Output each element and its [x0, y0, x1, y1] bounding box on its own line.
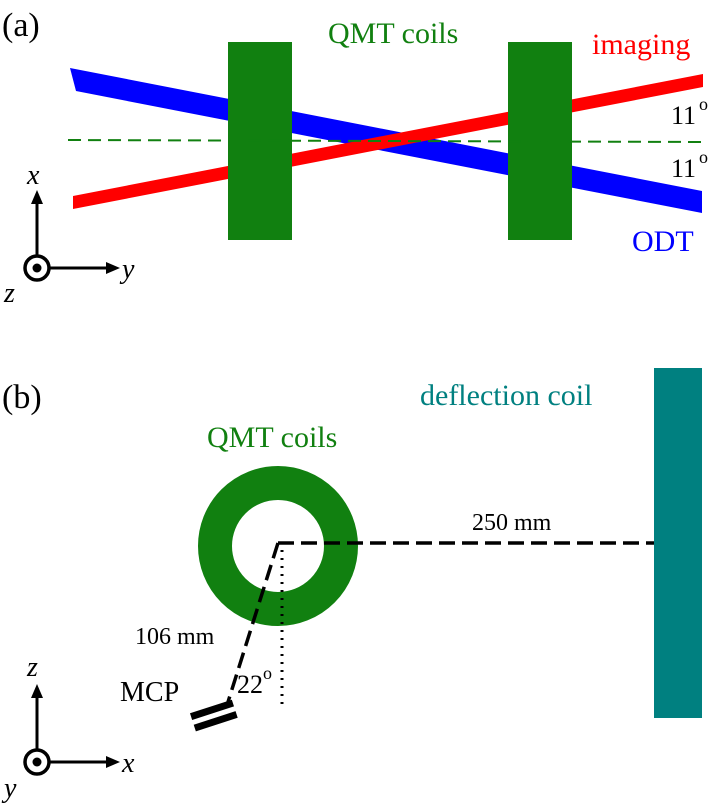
mcp-detector: [189, 699, 238, 732]
distance-deflection-label: 250 mm: [472, 510, 552, 536]
axis-b-x-arrowhead: [106, 756, 120, 768]
axis-b-y-dot: [32, 757, 42, 767]
axis-b-y-label: y: [1, 773, 17, 804]
deflection-coil-label: deflection coil: [420, 379, 592, 412]
angle-lower-value: 11: [671, 154, 696, 183]
axis-a-z-label: z: [3, 278, 15, 309]
qmt-coil-ring: [198, 466, 358, 626]
mcp-angle-degree: o: [263, 663, 272, 683]
angle-upper-degree: o: [699, 94, 708, 114]
angle-upper-value: 11: [671, 101, 696, 130]
mcp-label: MCP: [120, 677, 179, 708]
angle-lower-degree: o: [699, 147, 708, 167]
panel-b-label: (b): [2, 379, 42, 416]
distance-mcp-label: 106 mm: [135, 624, 215, 650]
axis-a-y-label: y: [119, 254, 135, 285]
panel-a: (a) QMT coils imaging ODT 11 o 11 o x y …: [2, 7, 708, 309]
odt-label: ODT: [632, 225, 694, 258]
deflection-coil: [654, 368, 702, 718]
path-to-mcp: [226, 542, 280, 703]
axes-a: x y z: [3, 160, 135, 309]
beam-axis-dashed-line: [67, 139, 704, 143]
axis-a-z-dot: [32, 263, 42, 273]
imaging-label: imaging: [592, 28, 690, 61]
qmt-coils-label-a: QMT coils: [328, 17, 458, 50]
panel-a-label: (a): [2, 7, 40, 44]
axis-b-z-arrowhead: [31, 684, 43, 698]
mcp-plate-1: [189, 699, 234, 720]
axis-a-x-arrowhead: [31, 190, 43, 204]
axis-a-x-label: x: [26, 160, 40, 191]
axis-b-x-label: x: [121, 748, 135, 779]
axes-b: z x y: [1, 652, 135, 804]
panel-b: (b) deflection coil QMT coils 250 mm 106…: [1, 368, 702, 804]
mcp-angle-value: 22: [237, 670, 263, 699]
qmt-coils-label-b: QMT coils: [207, 421, 337, 454]
axis-a-y-arrowhead: [106, 262, 120, 274]
mcp-plate-2: [193, 711, 238, 732]
axis-b-z-label: z: [26, 652, 38, 683]
